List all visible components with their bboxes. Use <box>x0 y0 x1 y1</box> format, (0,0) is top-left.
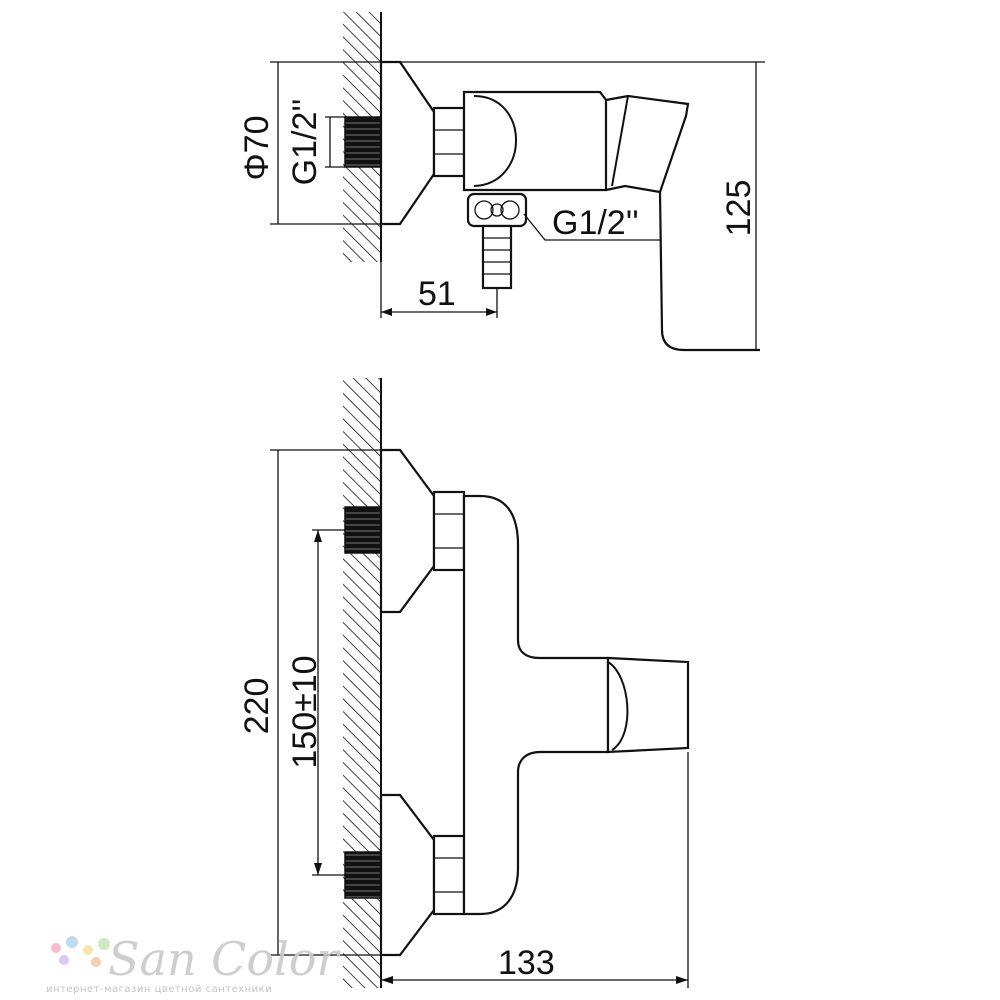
wall-thread-top <box>344 116 382 168</box>
dim-spacing-label: 150±10 <box>286 655 324 768</box>
front-hex-nut-upper <box>432 490 466 572</box>
watermark-dot <box>83 945 93 955</box>
dim-height-side-label: 125 <box>720 180 758 237</box>
side-hex-nut <box>432 106 466 178</box>
watermark-tagline: интернет-магазин цветной сантехники <box>46 984 272 995</box>
dim-diameter-label: Φ70 <box>238 116 276 181</box>
watermark-dot <box>91 957 101 967</box>
dim-thread-left-label: G1/2'' <box>286 99 324 186</box>
dim-thread-outlet-label: G1/2'' <box>552 204 639 242</box>
wall-thread-lower <box>344 851 382 899</box>
watermark-dot <box>98 938 110 950</box>
front-view: 220 150±10 133 <box>238 378 690 988</box>
dim-depth-label: 51 <box>418 275 456 313</box>
front-rosette-lower <box>379 793 436 957</box>
front-rosette-upper <box>379 448 436 614</box>
side-hose-connector <box>481 224 513 290</box>
dim-height-front-label: 220 <box>238 678 276 735</box>
side-rosette <box>379 60 436 226</box>
watermark-dots <box>51 936 110 967</box>
side-handle-lever <box>605 94 760 352</box>
front-handle <box>606 656 690 754</box>
watermark-dot <box>59 955 69 965</box>
wall-thread-upper <box>344 506 382 554</box>
side-mixer-body <box>462 90 608 192</box>
watermark-brand: San Color <box>108 932 341 986</box>
watermark: San Color интернет-магазин цветной санте… <box>46 932 341 995</box>
dim-width-label: 133 <box>498 944 555 982</box>
side-view: Φ70 G1/2'' G1/2'' 51 125 <box>238 12 765 352</box>
watermark-dot <box>51 943 61 953</box>
front-hex-nut-lower <box>432 834 466 916</box>
front-mixer-body <box>462 494 610 916</box>
watermark-dot <box>66 936 78 948</box>
side-outlet-nut <box>466 192 528 290</box>
